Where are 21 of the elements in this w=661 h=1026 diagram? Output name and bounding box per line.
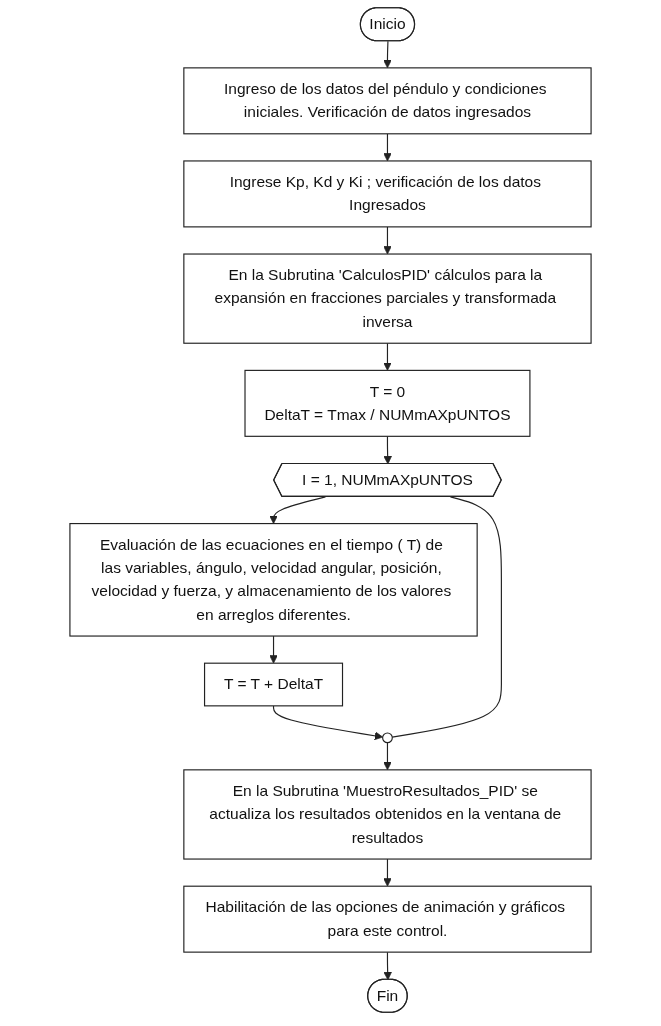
node-box: En la Subrutina 'CalculosPID' cálculos para la expansión en fracciones parciales y transformada inversa [183,253,592,344]
arrow [383,435,392,465]
arrow [269,635,278,664]
node-box: En la Subrutina 'MuestroResultados_PID' se actualiza los resultados obtenidos en la ventana de resultados [183,769,592,860]
node-box: Ingreso de los datos del péndulo y condiciones iniciales. Verificación de datos ingresados [183,67,592,135]
node-box: Habilitación de las opciones de animación y gráficos para este control. [183,885,592,953]
node-box: Evaluación de las ecuaciones en el tiempo ( T) de las variables, ángulo, velocidad angular, posición, velocidad y fuerza, y almacenamiento de los valores en arreglos diferentes. [69,523,478,637]
arrow [383,342,392,371]
arrow [272,705,384,741]
arrow [383,951,392,981]
node-circle [382,732,393,744]
arrow [383,742,392,771]
arrow [269,496,327,524]
connector [391,496,502,738]
arrow [383,858,392,887]
arrow [383,226,392,255]
node-box: T = T + DeltaT [204,662,344,707]
arrow [383,40,392,69]
node-box: T = 0 DeltaT = Tmax / NUMmAXpUNTOS [244,369,531,437]
node-box: Ingrese Kp, Kd y Ki ; verificación de los datos Ingresados [183,160,592,228]
arrow [383,133,392,162]
